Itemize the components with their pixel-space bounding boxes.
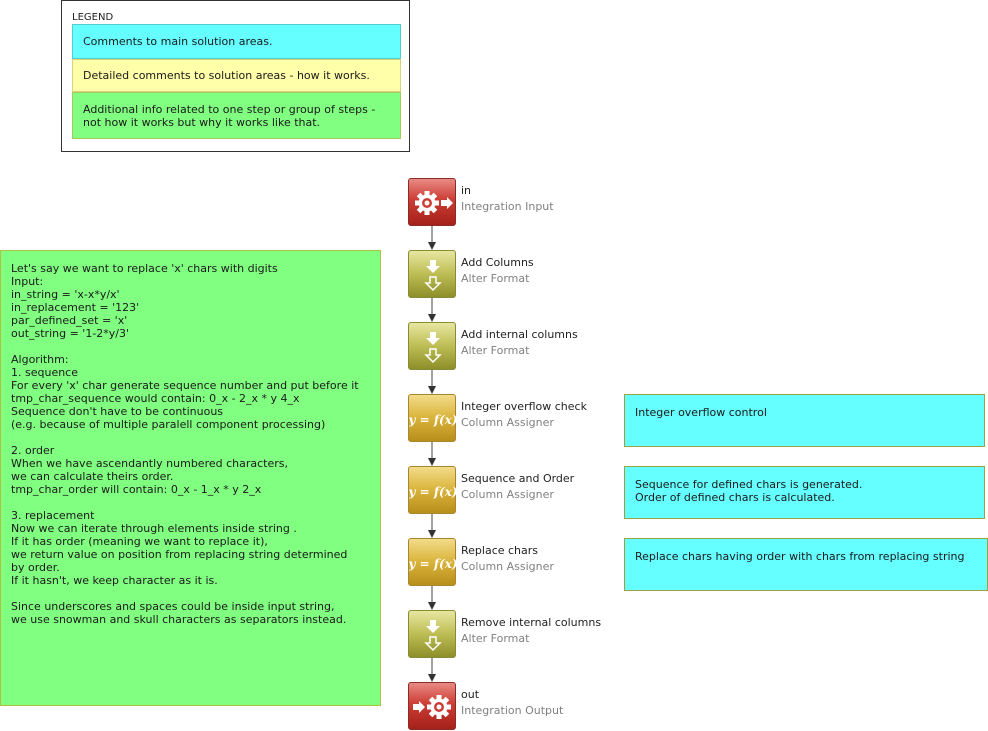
alter-format-arrows-icon — [424, 332, 442, 364]
node-integer-overflow-check-name: Integer overflow check — [461, 400, 587, 413]
svg-text:y = f(x): y = f(x) — [409, 413, 457, 427]
node-in-type: Integration Input — [461, 200, 554, 213]
node-add-internal-columns-name: Add internal columns — [461, 328, 578, 341]
node-remove-internal-columns-name: Remove internal columns — [461, 616, 602, 629]
step-note-replace-chars[interactable]: Replace chars having order with chars fr… — [624, 538, 988, 591]
node-add-columns-type: Alter Format — [461, 272, 530, 285]
legend-additional-info[interactable]: Additional info related to one step or g… — [72, 92, 401, 139]
node-integer-overflow-check[interactable]: y = f(x) — [408, 394, 457, 442]
gear-input-icon — [415, 191, 453, 215]
algorithm-note[interactable]: Let's say we want to replace 'x' chars w… — [0, 250, 381, 706]
step-note-sequence-order[interactable]: Sequence for defined chars is generated.… — [624, 466, 985, 519]
node-replace-chars-name: Replace chars — [461, 544, 539, 557]
gear-output-icon — [413, 695, 451, 719]
node-remove-internal-columns[interactable] — [408, 610, 456, 658]
node-in-name: in — [461, 184, 472, 197]
node-out-type: Integration Output — [461, 704, 564, 717]
svg-text:y = f(x): y = f(x) — [409, 557, 457, 571]
node-out[interactable] — [408, 682, 456, 730]
step-note-integer-overflow[interactable]: Integer overflow control — [624, 394, 985, 447]
node-add-internal-columns[interactable] — [408, 322, 456, 370]
node-in[interactable] — [408, 178, 456, 226]
legend-box: LEGEND Comments to main solution areas. … — [61, 0, 410, 152]
node-out-name: out — [461, 688, 480, 701]
function-icon: y = f(x) — [409, 413, 457, 427]
node-add-internal-columns-type: Alter Format — [461, 344, 530, 357]
node-add-columns-name: Add Columns — [461, 256, 534, 269]
alter-format-arrows-icon — [424, 620, 442, 652]
alter-format-arrows-icon — [424, 260, 442, 292]
node-sequence-and-order-name: Sequence and Order — [461, 472, 575, 485]
legend-title: LEGEND — [72, 12, 114, 23]
node-add-columns[interactable] — [408, 250, 456, 298]
legend-detail-comment[interactable]: Detailed comments to solution areas - ho… — [72, 59, 401, 92]
node-replace-chars[interactable]: y = f(x) — [408, 538, 457, 586]
node-sequence-and-order[interactable]: y = f(x) — [408, 466, 457, 514]
node-replace-chars-type: Column Assigner — [461, 560, 554, 573]
legend-main-comment[interactable]: Comments to main solution areas. — [72, 24, 401, 59]
node-integer-overflow-check-type: Column Assigner — [461, 416, 554, 429]
node-remove-internal-columns-type: Alter Format — [461, 632, 530, 645]
function-icon: y = f(x) — [409, 557, 457, 571]
node-sequence-and-order-type: Column Assigner — [461, 488, 554, 501]
svg-text:y = f(x): y = f(x) — [409, 485, 457, 499]
function-icon: y = f(x) — [409, 485, 457, 499]
